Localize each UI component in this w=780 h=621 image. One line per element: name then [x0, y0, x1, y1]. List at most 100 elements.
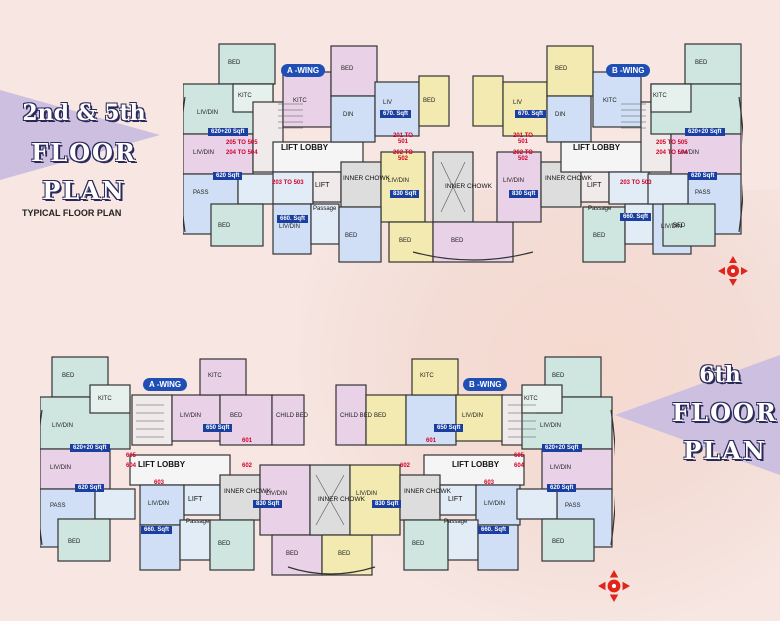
bottom-flat-603-right: 603	[484, 480, 495, 486]
top-b-wing-badge: B -WING	[606, 64, 651, 77]
svg-text:LIV/DIN: LIV/DIN	[388, 178, 409, 184]
top-flat-201-501-left: 201 TO 501	[393, 133, 413, 145]
bottom-title-line3: PLAN	[683, 436, 767, 465]
top-flat-201-501-right: 201 TO 501	[513, 133, 533, 145]
top-title-line2: FLOOR	[31, 138, 137, 167]
svg-text:KITC: KITC	[653, 93, 667, 99]
bottom-area-620-right: 620 Sqft	[547, 484, 577, 492]
top-a-wing-badge: A -WING	[281, 64, 326, 77]
bottom-area-660-left: 660. Sqft	[141, 526, 173, 534]
svg-text:LIV: LIV	[513, 100, 522, 106]
svg-text:BED: BED	[695, 60, 708, 66]
top-subtitle: TYPICAL FLOOR PLAN	[22, 208, 122, 218]
top-area-620-right: 620 Sqft	[688, 172, 718, 180]
svg-text:LIV/DIN: LIV/DIN	[550, 465, 571, 471]
compass-icon-top	[718, 256, 748, 286]
svg-text:LIV/DIN: LIV/DIN	[197, 110, 218, 116]
bottom-area-660-right: 660. Sqft	[478, 526, 510, 534]
bottom-area-830-left: 830 Sqft	[253, 500, 283, 508]
svg-text:BED: BED	[62, 373, 75, 379]
svg-text:LIV/DIN: LIV/DIN	[50, 465, 71, 471]
top-flat-204-504-right: 204 TO 504	[656, 150, 688, 156]
bottom-flat-601-left: 601	[242, 438, 253, 444]
top-flat-203-503-right: 203 TO 503	[620, 180, 652, 186]
svg-text:BED: BED	[341, 66, 354, 72]
top-area-830-right: 830 Sqft	[509, 190, 539, 198]
svg-text:LIV: LIV	[383, 100, 392, 106]
top-area-660-left: 660. Sqft	[277, 215, 309, 223]
top-flat-202-502-left: 202 TO 502	[393, 150, 413, 162]
svg-text:LIV/DIN: LIV/DIN	[678, 150, 699, 156]
svg-text:BED: BED	[412, 541, 425, 547]
svg-text:LIV/DIN: LIV/DIN	[279, 224, 300, 230]
svg-text:BED: BED	[286, 551, 299, 557]
svg-text:LIV/DIN: LIV/DIN	[266, 491, 287, 497]
svg-text:LIV/DIN: LIV/DIN	[462, 413, 483, 419]
top-inner-chowk-center: INNER CHOWK	[445, 183, 493, 190]
room-bed	[218, 43, 276, 85]
svg-text:KITC: KITC	[208, 373, 222, 379]
svg-text:LIV/DIN: LIV/DIN	[52, 423, 73, 429]
top-flat-205-505: 205 TO 505	[226, 140, 258, 146]
svg-text:BED: BED	[552, 539, 565, 545]
top-inner-chowk-right: INNER CHOWK	[545, 175, 593, 182]
svg-text:DIN: DIN	[343, 112, 353, 118]
top-area-830-left: 830 Sqft	[390, 190, 420, 198]
bottom-a-wing-badge: A -WING	[143, 378, 188, 391]
top-area-620-left: 620 Sqft	[213, 172, 243, 180]
top-title-line1: 2nd & 5th	[22, 100, 146, 126]
svg-text:DIN: DIN	[555, 112, 565, 118]
svg-text:LIV/DIN: LIV/DIN	[148, 501, 169, 507]
bottom-title-line1: 6th	[699, 362, 741, 388]
bottom-passage-left: Passage	[186, 519, 210, 525]
bottom-flat-605-right: 605	[514, 453, 525, 459]
top-lift-left: LIFT	[315, 182, 330, 189]
bottom-lift-left: LIFT	[188, 496, 203, 503]
bottom-inner-chowk-right: INNER CHOWK	[404, 488, 452, 495]
svg-text:BED: BED	[423, 98, 436, 104]
svg-text:PASS: PASS	[193, 190, 209, 196]
svg-text:BED: BED	[451, 238, 464, 244]
top-area-670-right: 670. Sqft	[515, 110, 547, 118]
svg-text:BED: BED	[399, 238, 412, 244]
top-title-line3: PLAN	[42, 176, 126, 205]
svg-text:KITC: KITC	[98, 396, 112, 402]
bottom-title-line2: FLOOR	[672, 398, 778, 427]
top-flat-203-503-left: 203 TO 503	[272, 180, 304, 186]
bottom-lift-lobby-left: LIFT LOBBY	[138, 460, 186, 469]
svg-text:PASS: PASS	[695, 190, 711, 196]
top-lift-lobby-left: LIFT LOBBY	[281, 143, 329, 152]
top-inner-chowk-left: INNER CHOWK	[343, 175, 391, 182]
bottom-inner-chowk-center: INNER CHOWK	[318, 496, 366, 503]
top-passage-left: Passage	[313, 206, 337, 212]
bottom-flat-604-left: 604	[126, 463, 137, 469]
bottom-flat-604-right: 604	[514, 463, 525, 469]
svg-text:KITC: KITC	[420, 373, 434, 379]
bottom-passage-right: Passage	[444, 519, 468, 525]
title-triangle-bottom	[615, 355, 780, 475]
svg-text:BED: BED	[374, 413, 387, 419]
svg-text:CHILD BED: CHILD BED	[340, 413, 373, 419]
bottom-lift-lobby-right: LIFT LOBBY	[452, 460, 500, 469]
top-area-660-right: 660. Sqft	[620, 213, 652, 221]
svg-text:BED: BED	[218, 541, 231, 547]
svg-text:LIV/DIN: LIV/DIN	[356, 491, 377, 497]
top-flat-205-505-right: 205 TO 505	[656, 140, 688, 146]
svg-text:LIV/DIN: LIV/DIN	[540, 423, 561, 429]
top-lift-right: LIFT	[587, 182, 602, 189]
svg-text:BED: BED	[552, 373, 565, 379]
top-flat-202-502-right: 202 TO 502	[513, 150, 533, 162]
bottom-flat-601-right: 601	[426, 438, 437, 444]
top-lift-lobby-right: LIFT LOBBY	[573, 143, 621, 152]
bottom-inner-chowk-left: INNER CHOWK	[224, 488, 272, 495]
svg-text:LIV/DIN: LIV/DIN	[661, 224, 682, 230]
bottom-area-650-left: 650 Sqft	[203, 424, 233, 432]
svg-text:LIV/DIN: LIV/DIN	[180, 413, 201, 419]
svg-text:BED: BED	[338, 551, 351, 557]
svg-text:BED: BED	[230, 413, 243, 419]
compass-icon-bottom	[598, 570, 630, 602]
svg-text:BED: BED	[673, 223, 686, 229]
bottom-area-620-20-right: 620+20 Sqft	[542, 444, 582, 452]
